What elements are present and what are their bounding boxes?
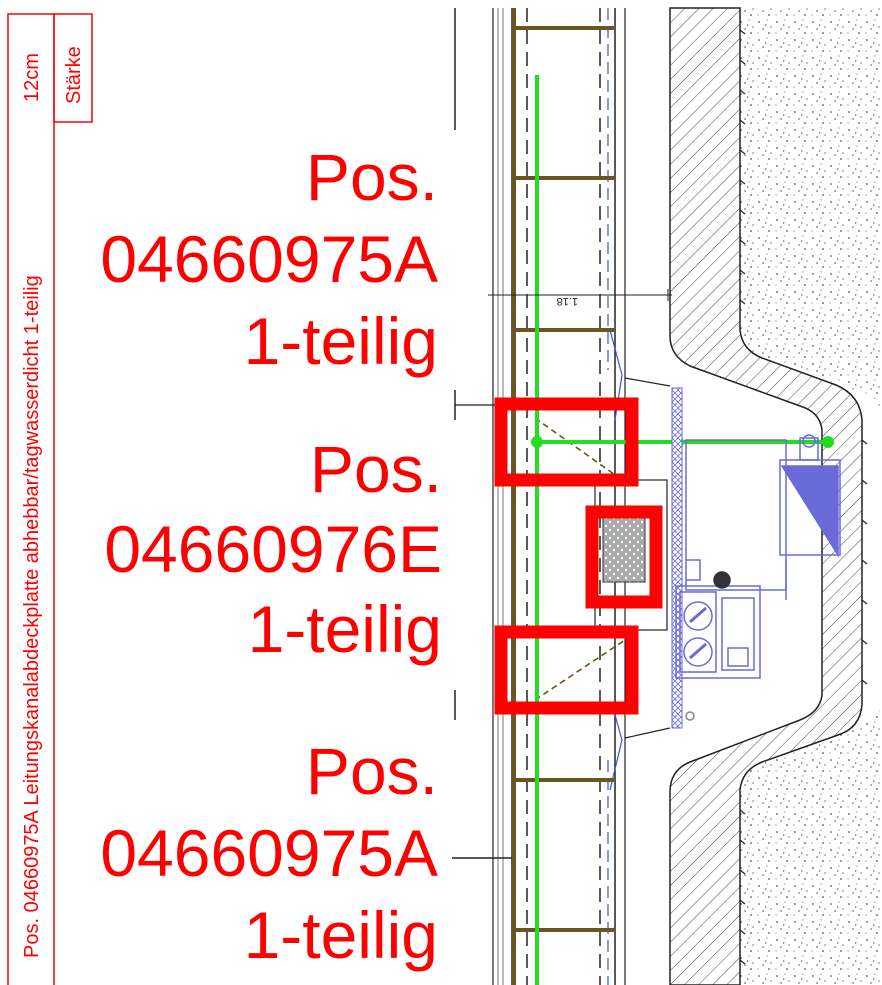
- label-middle-number: 04660976E: [104, 512, 442, 586]
- label-bottom-pos: Pos.: [306, 734, 438, 808]
- label-bottom-parts: 1-teilig: [244, 898, 438, 972]
- legend-frame: Pos. 04660975A Leitungskanalabdeckplatte…: [7, 13, 93, 985]
- legend-description: Pos. 04660975A Leitungskanalabdeckplatte…: [21, 275, 43, 958]
- highlight-box-top: [494, 397, 639, 487]
- label-bottom-number: 04660975A: [100, 816, 438, 890]
- filled-block: [594, 479, 668, 631]
- legend-thickness-value: 12cm: [21, 53, 43, 102]
- label-bottom: Pos. 04660975A 1-teilig: [100, 734, 438, 972]
- rebar-stirrups: [512, 8, 614, 985]
- highlight-box-bottom: [494, 625, 639, 715]
- dimension: 1.18: [488, 289, 672, 307]
- label-middle: Pos. 04660976E 1-teilig: [104, 432, 442, 666]
- soil-region: [740, 8, 882, 985]
- concrete-wall: [669, 7, 863, 985]
- highlight-box-middle: [585, 505, 663, 609]
- label-top-pos: Pos.: [306, 140, 438, 214]
- soil-edge-marks: [739, 29, 868, 965]
- label-middle-parts: 1-teilig: [248, 592, 442, 666]
- label-middle-pos: Pos.: [310, 432, 442, 506]
- label-top: Pos. 04660975A 1-teilig: [100, 140, 438, 378]
- label-top-number: 04660975A: [100, 222, 438, 296]
- highlight-boxes: [494, 397, 663, 715]
- legend-thickness-label: Stärke: [63, 46, 85, 104]
- mesh-panel: [671, 387, 683, 729]
- dimension-value: 1.18: [557, 295, 578, 307]
- plate-section: [454, 8, 626, 985]
- equipment: [675, 434, 841, 721]
- label-top-parts: 1-teilig: [244, 304, 438, 378]
- rebar-diagonals: [534, 417, 626, 701]
